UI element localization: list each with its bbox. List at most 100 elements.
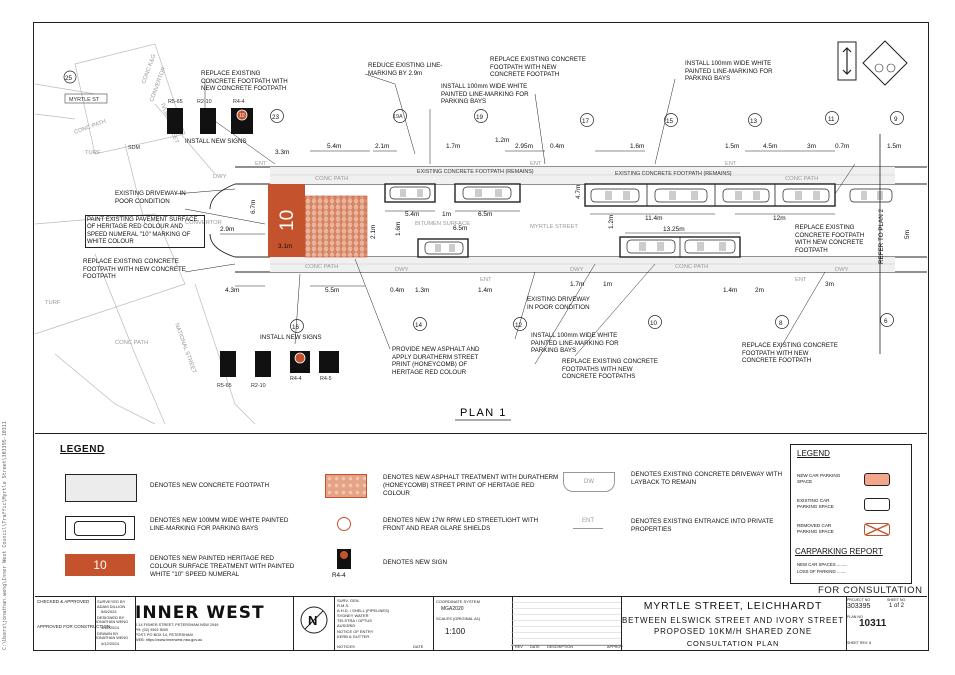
marker-17: 17 [582, 118, 590, 125]
speed-numeral: 10 [277, 210, 298, 231]
dim-2: 1.7m [446, 143, 460, 150]
plan-title: PLAN 1 [460, 407, 507, 419]
marker-19a: 19A [393, 114, 403, 120]
marker-14: 14 [415, 322, 423, 329]
marker-11: 11 [828, 116, 835, 123]
removed-car-icon [864, 523, 890, 536]
ent-label-4: ENT [480, 277, 492, 283]
approved-construction: APPROVED FOR CONSTRUCTION [37, 624, 111, 629]
note-replace-5: REPLACE EXISTING CONCRETE FOOTPATH WITH … [742, 342, 838, 364]
sheet-no: 1 of 2 [889, 603, 905, 609]
bay-dividers [646, 184, 776, 257]
dim-16: 5.4m [405, 211, 419, 218]
dim-6: 1.6m [630, 143, 644, 150]
north-arrow-icon: N [300, 606, 328, 634]
background-streets [35, 43, 256, 425]
legend-title: LEGEND [60, 444, 105, 455]
car-legend-box: LEGEND NEW CAR PARKING SPACE EXISTING CA… [790, 444, 912, 584]
dim-10: 0.7m [835, 143, 849, 150]
designed-label: DESIGNED BY [97, 615, 125, 620]
designed-name: JONATHAN WENG [95, 620, 129, 624]
dim-19: 2.9m [220, 226, 234, 233]
marker-12: 12 [515, 322, 523, 329]
dim-32: 4.7m [575, 185, 582, 199]
drawn-label: DRAWN BY [97, 631, 119, 636]
marker-6: 6 [884, 318, 888, 325]
project-street: MYRTLE STREET, LEICHHARDT [643, 600, 823, 612]
dwy-label-4: DWY [835, 267, 849, 273]
dim-11: 1.5m [887, 143, 901, 150]
new-sign-icon [337, 549, 351, 569]
note-replace-4: REPLACE EXISTING CONCRETE FOOTPATH WITH … [83, 258, 186, 280]
sdm-label: SDM [128, 145, 140, 151]
conc-path-north-2: CONC PATH [785, 176, 818, 182]
leader-lines [174, 73, 856, 365]
dim-21: 3.1m [278, 243, 292, 250]
dim-7: 1.5m [725, 143, 739, 150]
dim-27: 1.7m [570, 281, 584, 288]
new-car-icon [864, 473, 890, 486]
dim-31: 3m [825, 281, 834, 288]
dim-37: 1.6m [395, 222, 402, 236]
parking-bays-north [384, 183, 836, 207]
sign-label-r45-bottom: R4-5 [320, 376, 332, 382]
dim-29: 1.4m [723, 287, 737, 294]
dim-20: 6.7m [250, 200, 257, 214]
myrtle-st-sign-text: MYRTLE ST [69, 97, 100, 103]
approv-label: APPROV [607, 645, 623, 649]
check-6: NOTICE OF ENTRY [337, 628, 374, 634]
check-0: SURV. GEN. [337, 598, 360, 603]
designed-date: 4/12/2024 [101, 625, 119, 630]
dim-24: 1.3m [415, 287, 429, 294]
ent-label-3: ENT [725, 161, 737, 167]
legend-item-0: DENOTES NEW CONCRETE FOOTPATH [150, 482, 270, 489]
dim-14: 13.25m [663, 226, 685, 233]
note-replace-footpaths: REPLACE EXISTING CONCRETE FOOTPATHS WITH… [562, 358, 658, 380]
drawn-name: JONATHAN WENG [95, 636, 129, 640]
check-4: TELSTRA / OPTUS [337, 618, 372, 624]
title-block: CHECKED & APPROVED APPROVED FOR CONSTRUC… [35, 596, 927, 651]
marker-25 [63, 70, 77, 84]
conc-path-south: CONC PATH [305, 264, 338, 270]
dim-33: 1.2m [608, 215, 615, 229]
sign-top-speed: 10 [239, 113, 245, 119]
dim-3: 2.95m [515, 143, 533, 150]
dim-8: 4.5m [763, 143, 777, 150]
ent-label-1: ENT [255, 161, 267, 167]
dim-28: 1m [603, 281, 612, 288]
legend-section: LEGEND DENOTES NEW CONCRETE FOOTPATH DEN… [35, 433, 927, 588]
notices-label: NOTICES [337, 644, 355, 649]
note-driveway-1: EXISTING DRIVEWAY IN POOR CONDITION [115, 190, 186, 205]
marker-19: 19 [476, 114, 484, 121]
dim-23: 5.5m [325, 287, 339, 294]
note-install-signs-2: INSTALL NEW SIGNS [260, 334, 322, 341]
dim-5: 1.2m [495, 137, 509, 144]
legend-parking-swatch [65, 516, 135, 540]
sign-label-r210-top: R2-10 [197, 99, 212, 105]
marker-25-text: 25 [65, 75, 73, 82]
car-legend-title: LEGEND [797, 449, 830, 458]
legend-sign-code: R4-4 [332, 572, 346, 579]
rev-label: REV [515, 645, 523, 649]
dim-36: 2.1m [370, 225, 377, 239]
note-install-signs-1: INSTALL NEW SIGNS [185, 138, 247, 145]
check-5: AUSGRID [337, 623, 356, 629]
file-path-text: C:\Users\jonathan.weng\Inner West Counci… [2, 420, 8, 650]
legend-item-7: DENOTES EXISTING ENTRANCE INTO PRIVATE P… [631, 518, 774, 533]
consultation-status: FOR CONSULTATION [818, 585, 923, 596]
dim-18: 6.5m [478, 211, 492, 218]
legend-ent-swatch: ENT [573, 518, 603, 529]
sign-label-r565-bottom: R5-65 [217, 383, 232, 389]
marker-15: 15 [666, 118, 674, 125]
dwy-label-2: DWY [395, 267, 409, 273]
ent-label-5: ENT [795, 277, 807, 283]
car-report-row-0: NEW CAR SPACES ......... [797, 562, 848, 567]
note-install-2: INSTALL 100mm WIDE WHITE PAINTED LINE-MA… [685, 60, 773, 82]
checklist: SURV. GEN. R.M.S. A.H.D. / SHELL (PIPELI… [337, 598, 432, 639]
marker-10: 10 [650, 320, 658, 327]
legend-honeycomb-swatch [325, 474, 367, 498]
legend-dw-swatch: DW [563, 472, 615, 492]
legend-item-1: DENOTES NEW 100mm WIDE WHITE PAINTED LIN… [150, 517, 289, 532]
remains-label-2: EXISTING CONCRETE FOOTPATH (REMAINS) [615, 171, 732, 177]
dim-9: 3m [807, 143, 816, 150]
